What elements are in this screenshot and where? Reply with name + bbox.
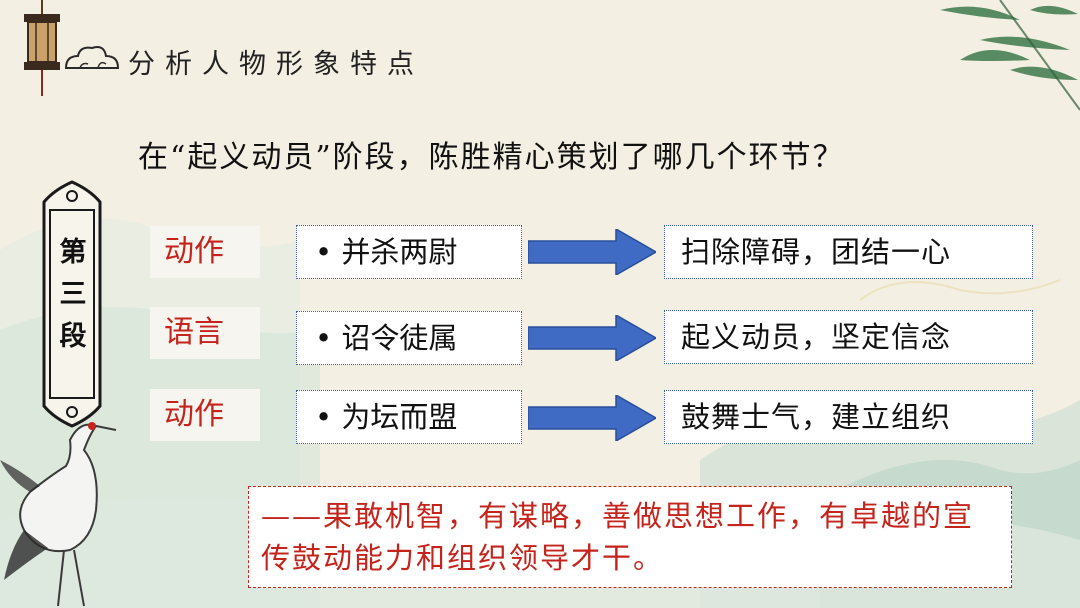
crane-illustration bbox=[0, 422, 117, 607]
row-tag: 动作 bbox=[150, 226, 260, 278]
result-box: 起义动员，坚定信念 bbox=[664, 310, 1033, 364]
section-label-char: 三 bbox=[59, 279, 87, 310]
action-box: • 为坛而盟 bbox=[296, 390, 522, 444]
section-label-char: 第 bbox=[59, 237, 87, 268]
right-arrow-icon bbox=[528, 315, 656, 361]
summary-box: ——果敢机智，有谋略，善做思想工作，有卓越的宣传鼓动能力和组织领导才干。 bbox=[248, 486, 1012, 588]
right-arrow-icon bbox=[528, 395, 656, 441]
question-text: 在“起义动员”阶段，陈胜精心策划了哪几个环节？ bbox=[138, 140, 845, 175]
bamboo-leaves-icon bbox=[940, 0, 1080, 111]
result-box: 鼓舞士气，建立组织 bbox=[664, 390, 1033, 444]
result-box: 扫除障碍，团结一心 bbox=[664, 225, 1033, 279]
row-tag: 语言 bbox=[150, 307, 260, 359]
section-plaque bbox=[42, 180, 102, 428]
slide-header-title: 分析人物形象特点 bbox=[128, 49, 424, 80]
section-label: 第 三 段 bbox=[56, 232, 90, 358]
section-label-char: 段 bbox=[59, 321, 87, 352]
right-arrow-icon bbox=[528, 229, 656, 275]
action-box: • 诏令徒属 bbox=[296, 311, 522, 365]
cloud-ornament-icon bbox=[64, 46, 120, 69]
row-tag: 动作 bbox=[150, 389, 260, 441]
action-box: • 并杀两尉 bbox=[296, 225, 522, 279]
lantern-icon bbox=[24, 0, 60, 96]
